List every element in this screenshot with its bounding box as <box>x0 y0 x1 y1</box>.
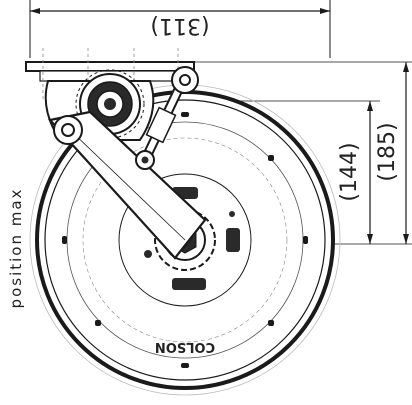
mounting-plate-bar <box>25 61 195 72</box>
strut-top-pin <box>179 74 191 86</box>
right-dimensions: (144) (185) <box>195 61 412 245</box>
bearing-core <box>104 98 116 110</box>
wheel-rim-dashed <box>82 137 288 343</box>
strut-bottom-pin <box>141 156 149 164</box>
dim-144-arrow-top <box>367 101 373 111</box>
wheel-hub-ring <box>118 173 252 307</box>
dimension-144-value: (144) <box>337 142 362 201</box>
swing-arm-centerline <box>69 129 186 241</box>
rim-slot-bottom-right <box>268 320 274 326</box>
rim-slot-bottom-left <box>95 320 101 326</box>
hub-bolt-right-top <box>229 211 235 217</box>
dim-185-arrow-top <box>403 62 409 72</box>
wheel-tire-inner-edge <box>44 99 326 381</box>
top-dimension-value: (311) <box>150 13 209 38</box>
top-dim-arrow-left <box>30 8 40 14</box>
hub-dashed-ring <box>154 209 216 271</box>
dim-185-arrow-bottom <box>403 234 409 244</box>
hub-mount-right <box>226 228 240 252</box>
wheel-brand-label: COLSON <box>155 339 215 354</box>
rim-slot-right <box>303 236 308 244</box>
spring-strut <box>135 66 199 170</box>
strut-cylinder <box>145 106 177 144</box>
rim-slot-bottom <box>181 363 189 368</box>
rim-slot-left <box>62 236 67 244</box>
rim-slot-top-right <box>268 155 274 161</box>
hub-mount-bottom <box>172 278 206 290</box>
top-dim-arrow-right <box>320 8 330 14</box>
position-max-label: position max <box>7 188 25 309</box>
dimension-185-value: (185) <box>375 122 400 181</box>
hub-bolt-left <box>144 250 152 258</box>
bearing-dashed-ring <box>75 69 145 139</box>
arm-pivot-pin <box>61 123 75 137</box>
dim-144-arrow-bottom <box>367 234 373 244</box>
rim-slot-top <box>181 112 189 117</box>
swing-arm <box>47 110 207 260</box>
top-dimension: (311) <box>29 0 331 58</box>
